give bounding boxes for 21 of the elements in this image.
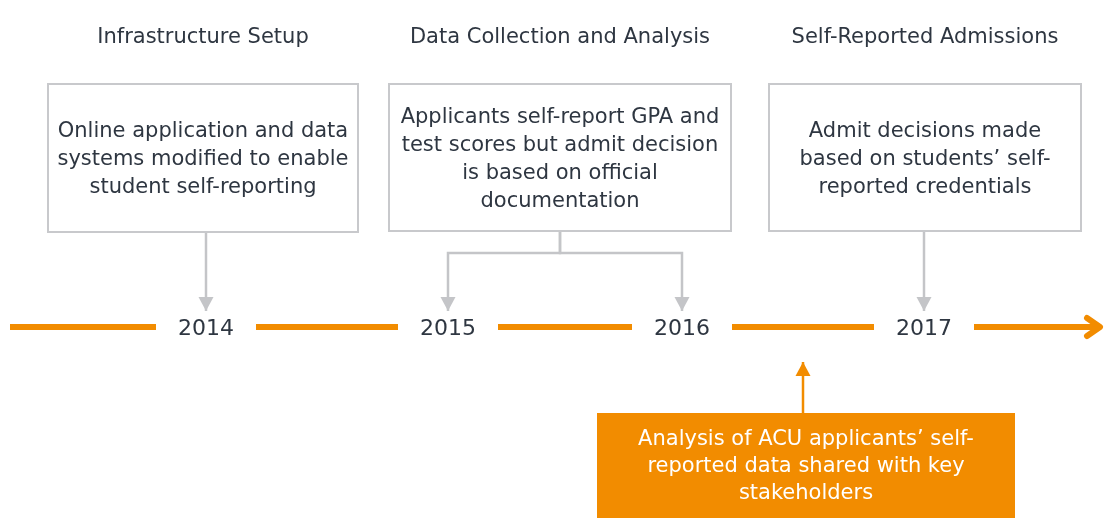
arrow: [198, 233, 214, 311]
phase-description: Applicants self-report GPA and test scores but admit decision is based on official documentation: [399, 102, 721, 214]
phase-description: Admit decisions made based on students’ self-reported credentials: [798, 116, 1052, 200]
arrow: [916, 232, 932, 311]
arrow: [558, 232, 690, 311]
year-label: 2014: [156, 311, 256, 343]
year-label: 2017: [874, 311, 974, 343]
year-label: 2016: [632, 311, 732, 343]
timeline-segment: [256, 324, 398, 330]
phase-heading: Infrastructure Setup: [96, 23, 310, 50]
highlight-box: [597, 413, 1015, 518]
highlight-text: Analysis of ACU applicants’ self-reported data shared with key stakeholders: [637, 425, 975, 506]
phase-heading: Self-Reported Admissions: [790, 23, 1060, 50]
year-label: 2015: [398, 311, 498, 343]
timeline-segment: [498, 324, 632, 330]
arrow: [795, 362, 811, 413]
phase-description: Online application and data systems modified to enable student self-reporting: [56, 117, 350, 200]
phase-heading: Data Collection and Analysis: [408, 23, 712, 50]
timeline-segment: [10, 324, 156, 330]
timeline-segment: [974, 315, 1103, 339]
timeline-segment: [732, 324, 874, 330]
